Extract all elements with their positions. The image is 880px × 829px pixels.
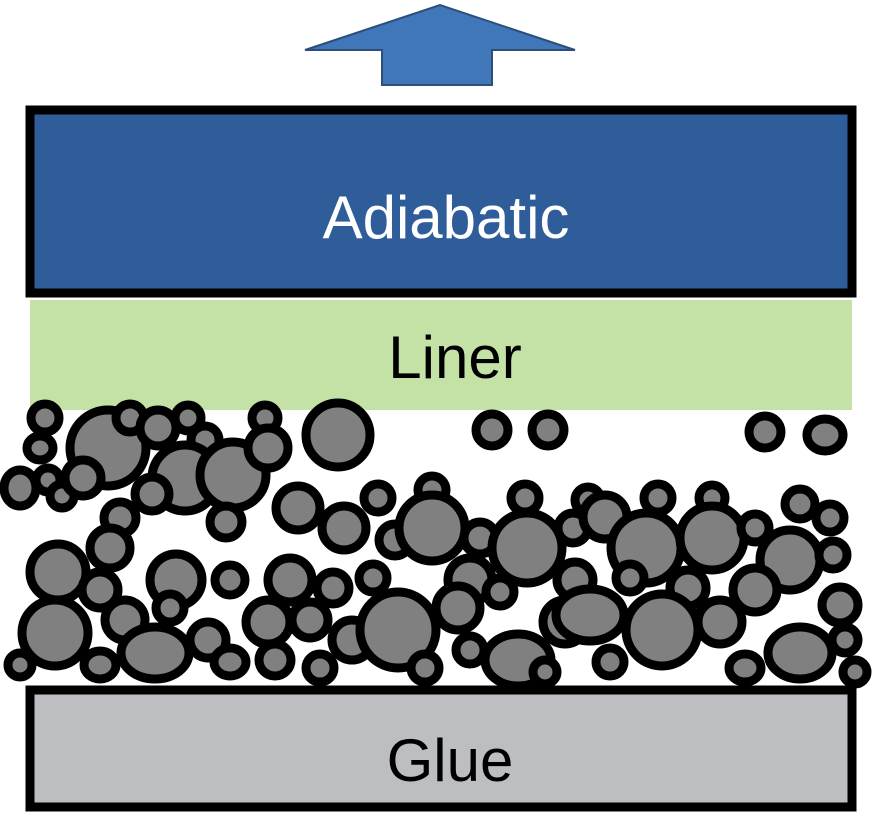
liner-layer: [30, 300, 852, 410]
particle: [312, 567, 354, 609]
particle: [611, 559, 649, 597]
particle: [210, 560, 250, 600]
particle: [693, 595, 747, 649]
particle: [817, 582, 863, 628]
particle: [355, 587, 441, 673]
particle: [551, 584, 629, 646]
particle: [22, 431, 58, 465]
particle: [354, 559, 392, 597]
particle: [394, 490, 470, 566]
particle: [802, 414, 848, 456]
up-arrow-icon: [304, 3, 576, 86]
particle: [406, 649, 444, 687]
particle: [838, 655, 872, 689]
particle: [814, 536, 852, 574]
particle: [506, 479, 544, 517]
glue-layer: [25, 685, 857, 812]
particle: [527, 409, 569, 451]
particle: [621, 589, 703, 671]
particle: [170, 400, 206, 436]
particle: [763, 622, 837, 684]
particle: [591, 643, 629, 681]
particle: [724, 649, 766, 687]
particle: [77, 567, 123, 613]
particle: [451, 631, 489, 669]
particle: [85, 523, 135, 573]
particle: [301, 398, 375, 472]
particle: [359, 479, 397, 517]
particle: [241, 595, 295, 649]
particle: [487, 508, 567, 588]
particle: [744, 411, 786, 453]
particle: [263, 553, 317, 607]
particle: [481, 573, 519, 611]
particle: [736, 509, 774, 547]
particle: [287, 597, 333, 643]
particle: [431, 581, 485, 635]
particle: [728, 563, 782, 617]
particle: [135, 405, 181, 451]
adiabatic-layer: [25, 105, 857, 298]
particle: [60, 455, 106, 501]
particle: [317, 501, 371, 555]
particle: [811, 499, 849, 537]
particle: [780, 484, 820, 524]
particle: [243, 423, 293, 473]
particle: [130, 472, 174, 516]
particle: [271, 481, 325, 535]
particle: [675, 501, 749, 575]
liner-label: Liner: [388, 324, 521, 391]
particle: [827, 622, 863, 658]
adiabatic-label: Adiabatic: [323, 184, 570, 251]
particle: [209, 643, 251, 681]
particle: [3, 648, 37, 682]
particle: [0, 465, 41, 511]
particle: [528, 655, 562, 689]
particle-bed: [0, 398, 872, 691]
particle: [254, 639, 296, 681]
particle: [471, 409, 513, 451]
particle: [116, 622, 194, 684]
glue-label: Glue: [387, 727, 514, 794]
particle: [26, 399, 64, 437]
particle: [205, 501, 247, 543]
particle: [79, 646, 121, 684]
particle: [151, 589, 189, 627]
particle: [301, 649, 339, 687]
particle: [639, 479, 677, 517]
particle: [17, 595, 93, 671]
